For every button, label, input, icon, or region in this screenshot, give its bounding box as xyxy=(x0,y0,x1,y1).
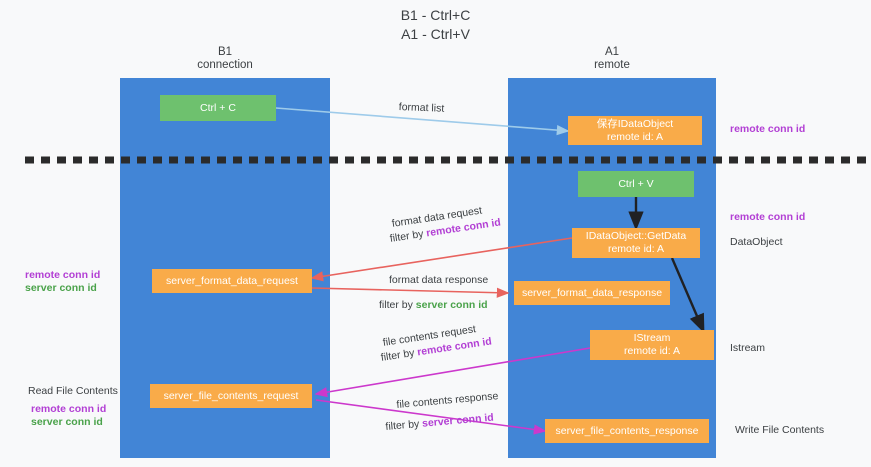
flow-label-format-data-response-filter: filter by server conn id xyxy=(379,299,488,312)
node-idataobject-getdata[interactable]: IDataObject::GetData remote id: A xyxy=(572,228,700,258)
right-label-dataobject: DataObject xyxy=(730,236,783,248)
left-label-format-remote-conn-id: remote conn id xyxy=(25,269,101,281)
node-server-file-contents-request[interactable]: server_file_contents_request xyxy=(150,384,312,408)
filter-prefix: filter by xyxy=(385,417,423,433)
page-title: B1 - Ctrl+C A1 - Ctrl+V xyxy=(400,7,471,42)
right-label-remote-conn-id-top: remote conn id xyxy=(730,123,806,135)
arrow-format-data-response xyxy=(311,287,510,298)
node-server-format-data-request[interactable]: server_format_data_request xyxy=(152,269,312,293)
flow-label-format-list: format list xyxy=(398,101,445,115)
lane-title-a1: A1 remote xyxy=(594,46,630,71)
left-label-format-server-conn-id: server conn id xyxy=(25,282,97,294)
filter-prefix: filter by xyxy=(379,299,416,311)
flow-label-file-contents-response: file contents response xyxy=(396,390,499,411)
node-istream[interactable]: IStream remote id: A xyxy=(590,330,714,360)
right-label-remote-conn-id-mid: remote conn id xyxy=(730,211,806,223)
right-label-write-file-contents: Write File Contents xyxy=(735,424,825,436)
filter-key-server-conn-id: server conn id xyxy=(421,411,495,430)
node-ctrl-v[interactable]: Ctrl + V xyxy=(578,171,694,197)
node-server-file-contents-response[interactable]: server_file_contents_response xyxy=(545,419,709,443)
filter-key-server-conn-id: server conn id xyxy=(415,299,488,311)
left-label-file-server-conn-id: server conn id xyxy=(31,416,103,428)
left-label-file-remote-conn-id: remote conn id xyxy=(31,403,107,415)
node-ctrl-c[interactable]: Ctrl + C xyxy=(160,95,276,121)
flow-label-format-data-response: format data response xyxy=(389,274,489,286)
left-label-read-file-contents: Read File Contents xyxy=(28,385,118,397)
node-server-format-data-response[interactable]: server_format_data_response xyxy=(514,281,670,305)
node-save-idataobject[interactable]: 保存IDataObject remote id: A xyxy=(568,116,702,145)
right-label-istream: Istream xyxy=(730,342,766,354)
lane-title-b1: B1 connection xyxy=(197,46,253,71)
flow-label-file-contents-response-filter: filter by server conn id xyxy=(385,412,494,434)
